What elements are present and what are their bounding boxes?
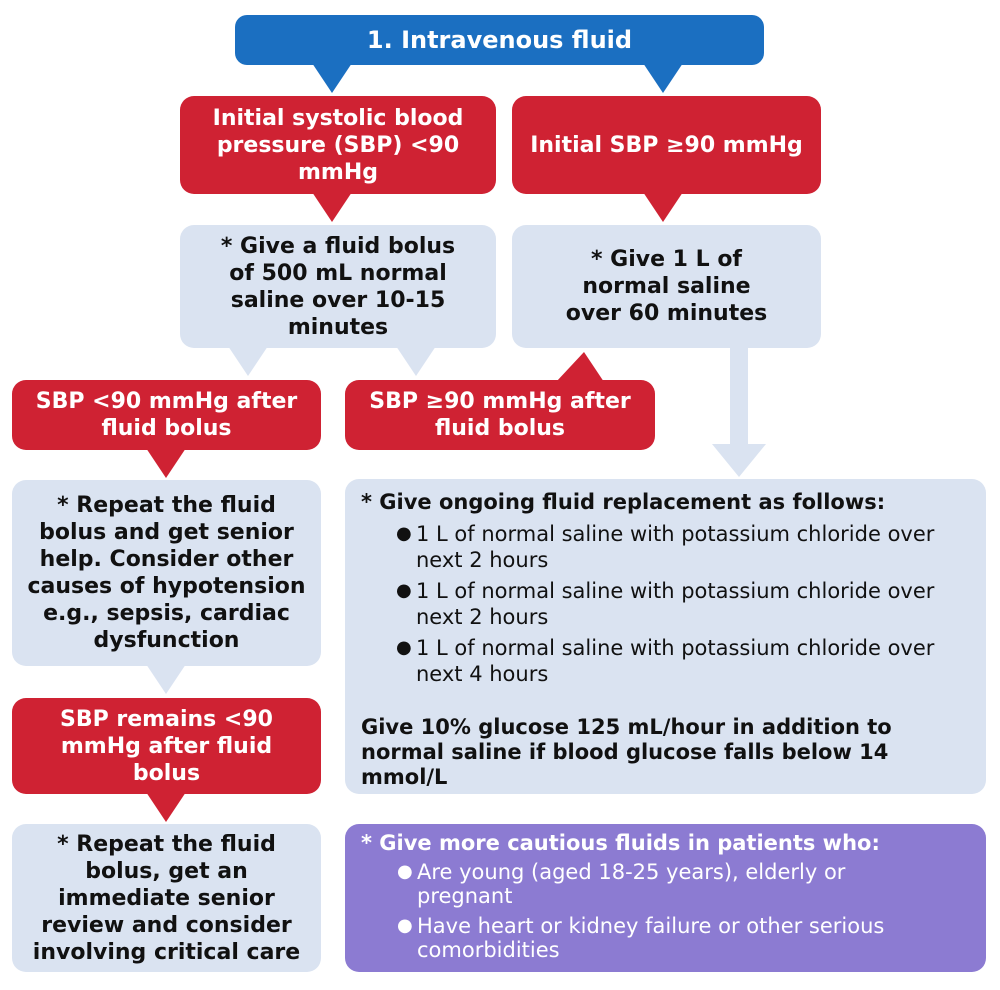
- title-pointer-right: [643, 63, 683, 93]
- ongoing-heading: * Give ongoing fluid replacement as foll…: [361, 490, 886, 514]
- remains-low-box: SBP remains <90 mmHg after fluid bolus: [12, 698, 321, 794]
- critical-care-text: * Repeat the fluid bolus, get an immedia…: [32, 831, 301, 965]
- branch-low-pointer: [312, 192, 352, 222]
- bullet-icon: ●: [396, 523, 412, 544]
- action-low-pointer-left: [228, 346, 268, 376]
- action-high-box: * Give 1 L of normal saline over 60 minu…: [512, 225, 821, 348]
- branch-low-box: Initial systolic blood pressure (SBP) <9…: [180, 96, 496, 194]
- glucose-note: Give 10% glucose 125 mL/hour in addition…: [361, 715, 892, 789]
- bullet-icon: ●: [396, 580, 412, 601]
- bullet-icon: ●: [397, 861, 413, 882]
- critical-care-box: * Repeat the fluid bolus, get an immedia…: [12, 824, 321, 972]
- branch-high-label: Initial SBP ≥90 mmHg: [530, 132, 803, 158]
- still-low-pointer: [146, 448, 186, 478]
- title-box: 1. Intravenous fluid: [235, 15, 764, 65]
- recovered-pointer: [556, 352, 604, 382]
- action-low-pointer-right: [396, 346, 436, 376]
- cautious-list: ● Are young (aged 18-25 years), elderly …: [397, 860, 970, 962]
- repeat-bolus-text: * Repeat the fluid bolus and get senior …: [27, 493, 306, 653]
- cautious-heading: * Give more cautious fluids in patients …: [361, 831, 880, 855]
- cautious-box: * Give more cautious fluids in patients …: [345, 824, 986, 972]
- recovered-text: SBP ≥90 mmHg after fluid bolus: [369, 389, 631, 441]
- recovered-box: SBP ≥90 mmHg after fluid bolus: [345, 380, 655, 450]
- remains-low-text: SBP remains <90 mmHg after fluid bolus: [60, 706, 273, 786]
- action-high-arrow-shaft: [730, 346, 748, 446]
- still-low-text: SBP <90 mmHg after fluid bolus: [35, 389, 298, 441]
- branch-low-label: Initial systolic blood pressure (SBP) <9…: [212, 105, 464, 185]
- title-pointer-left: [312, 63, 352, 93]
- repeat-bolus-pointer: [146, 664, 186, 694]
- cautious-item: ● Are young (aged 18-25 years), elderly …: [397, 860, 846, 908]
- ongoing-item: ● 1 L of normal saline with potassium ch…: [396, 579, 935, 629]
- remains-low-pointer: [146, 792, 186, 822]
- bullet-icon: ●: [396, 637, 412, 658]
- ongoing-list: ● 1 L of normal saline with potassium ch…: [396, 521, 970, 687]
- page-title: 1. Intravenous fluid: [366, 26, 633, 54]
- ongoing-item: ● 1 L of normal saline with potassium ch…: [396, 636, 935, 686]
- branch-high-pointer: [643, 192, 683, 222]
- still-low-box: SBP <90 mmHg after fluid bolus: [12, 380, 321, 450]
- ongoing-box: * Give ongoing fluid replacement as foll…: [345, 479, 986, 794]
- ongoing-item: ● 1 L of normal saline with potassium ch…: [396, 522, 935, 572]
- action-high-arrow-head: [712, 444, 766, 477]
- repeat-bolus-box: * Repeat the fluid bolus and get senior …: [12, 480, 321, 666]
- bullet-icon: ●: [397, 915, 413, 936]
- branch-high-box: Initial SBP ≥90 mmHg: [512, 96, 821, 194]
- action-high-text: * Give 1 L of normal saline over 60 minu…: [565, 247, 768, 326]
- action-low-text: * Give a fluid bolus of 500 mL normal sa…: [220, 233, 456, 340]
- action-low-box: * Give a fluid bolus of 500 mL normal sa…: [180, 225, 496, 348]
- cautious-item: ● Have heart or kidney failure or other …: [397, 914, 885, 962]
